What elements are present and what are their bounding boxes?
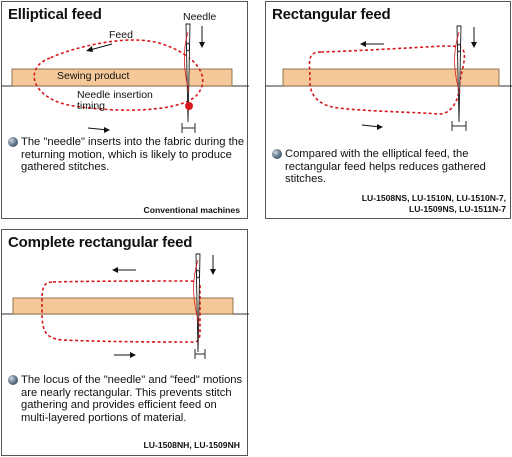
feed-arrow-left-icon	[112, 267, 136, 273]
feed-arrow-right-icon	[87, 127, 110, 133]
elliptical-feed-diagram	[2, 23, 249, 133]
rectangular-locus-path	[308, 45, 466, 115]
needle-icon	[183, 23, 191, 123]
complete-rectangular-feed-panel: Complete rectangular feed The locus of t…	[1, 229, 249, 456]
needle-motion-arrow-down-icon	[199, 26, 205, 48]
elliptical-locus-path	[33, 39, 204, 111]
needle-insertion-timing-dot	[185, 102, 193, 110]
needle-icon	[454, 25, 462, 123]
rectangular-feed-panel: Rectangular feed Compared with the ellip…	[265, 1, 512, 219]
bullet-icon	[8, 375, 18, 385]
complete-rectangular-feed-diagram	[2, 253, 249, 359]
panel-title: Elliptical feed	[8, 6, 102, 23]
models-label: LU-1508NS, LU-1510N, LU-1510N-7, LU-1509…	[361, 193, 506, 214]
feed-arrow-right-icon	[114, 352, 136, 358]
needle-label: Needle	[183, 11, 217, 23]
feed-label: Feed	[109, 29, 133, 41]
panel-title: Rectangular feed	[272, 6, 391, 23]
bullet-icon	[8, 137, 18, 147]
panel-description: The locus of the "needle" and "feed" mot…	[7, 374, 245, 424]
bullet-icon	[272, 149, 282, 159]
elliptical-feed-panel: Elliptical feed Needle Feed Sewing produ…	[1, 1, 249, 219]
panel-title: Complete rectangular feed	[8, 234, 193, 251]
panel-description: Compared with the elliptical feed, the r…	[271, 148, 509, 186]
description-text: The "needle" inserts into the fabric dur…	[21, 136, 245, 174]
description-text: The locus of the "needle" and "feed" mot…	[21, 374, 243, 424]
complete-rectangular-locus-path	[41, 280, 201, 343]
models-label: LU-1508NH, LU-1509NH	[143, 440, 240, 450]
rectangular-feed-diagram	[266, 25, 512, 131]
feed-arrow-left-icon	[86, 43, 113, 52]
sewing-product-fabric	[12, 297, 234, 315]
sewing-product-label: Sewing product	[57, 70, 130, 82]
feed-arrow-right-icon	[361, 124, 383, 130]
needle-motion-arrow-down-icon	[471, 27, 477, 48]
sewing-product-fabric	[11, 68, 233, 87]
feed-arrow-left-icon	[360, 41, 384, 47]
description-text: Compared with the elliptical feed, the r…	[285, 148, 486, 186]
sewing-product-fabric	[282, 68, 500, 87]
needle-motion-arrow-down-icon	[210, 255, 216, 275]
models-label: Conventional machines	[143, 205, 240, 215]
needle-insertion-timing-label: Needle insertion timing	[77, 89, 153, 112]
panel-description: The "needle" inserts into the fabric dur…	[7, 136, 245, 174]
needle-icon	[193, 253, 201, 353]
